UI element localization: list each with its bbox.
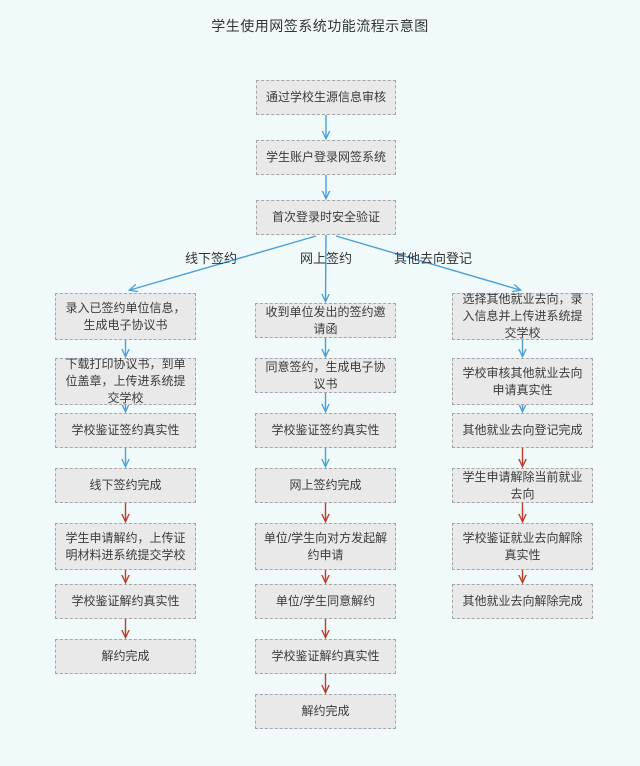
flow-node-label: 学生申请解除当前就业去向: [462, 469, 583, 501]
flow-node-label: 录入已签约单位信息，生成电子协议书: [65, 300, 186, 332]
flow-node-label: 收到单位发出的签约邀请函: [265, 304, 386, 336]
edge-trunk-to-online: [326, 234, 327, 301]
branch-label-b3: 其他去向登记: [393, 251, 472, 266]
flow-node-r5[interactable]: 学校鉴证就业去向解除真实性: [452, 523, 593, 570]
flow-node-label: 首次登录时安全验证: [271, 210, 380, 224]
branch-label-b2: 网上签约: [299, 251, 352, 266]
page-title: 学生使用网签系统功能流程示意图: [211, 18, 429, 34]
flow-node-n3[interactable]: 首次登录时安全验证: [256, 200, 396, 235]
flow-node-r6[interactable]: 其他就业去向解除完成: [452, 584, 593, 619]
flow-node-r3[interactable]: 其他就业去向登记完成: [452, 413, 593, 448]
branch-label-b1: 线下签约: [184, 251, 237, 266]
flow-node-label: 同意签约，生成电子协议书: [265, 359, 386, 391]
flow-node-label: 学校鉴证就业去向解除真实性: [462, 530, 583, 562]
flow-node-label: 通过学校生源信息审核: [265, 90, 386, 104]
flow-node-m4[interactable]: 网上签约完成: [255, 468, 396, 503]
flow-node-l2[interactable]: 下载打印协议书，到单位盖章，上传进系统提交学校: [55, 357, 196, 405]
flow-node-m2[interactable]: 同意签约，生成电子协议书: [255, 358, 396, 393]
flow-node-r4[interactable]: 学生申请解除当前就业去向: [452, 468, 593, 503]
flow-node-l5[interactable]: 学生申请解约，上传证明材料进系统提交学校: [55, 523, 196, 570]
flow-node-label: 学校审核其他就业去向申请真实性: [462, 365, 583, 397]
flow-node-m6[interactable]: 单位/学生同意解约: [255, 584, 396, 619]
flow-node-label: 解约完成: [301, 704, 350, 718]
flow-node-n1[interactable]: 通过学校生源信息审核: [256, 80, 396, 115]
flow-node-label: 网上签约完成: [289, 478, 362, 492]
flow-node-r2[interactable]: 学校审核其他就业去向申请真实性: [452, 358, 593, 405]
flow-node-label: 选择其他就业去向，录入信息并上传进系统提交学校: [462, 292, 583, 340]
flow-node-l7[interactable]: 解约完成: [55, 639, 196, 674]
flow-node-m3[interactable]: 学校鉴证签约真实性: [255, 413, 396, 448]
flow-node-l4[interactable]: 线下签约完成: [55, 468, 196, 503]
flow-node-m5[interactable]: 单位/学生向对方发起解约申请: [255, 523, 396, 570]
flow-node-n2[interactable]: 学生账户登录网签系统: [256, 140, 396, 175]
flow-node-label: 学生申请解约，上传证明材料进系统提交学校: [65, 530, 186, 562]
flow-node-label: 线下签约完成: [89, 478, 162, 492]
flow-node-label: 解约完成: [101, 649, 150, 663]
flow-node-l1[interactable]: 录入已签约单位信息，生成电子协议书: [55, 293, 196, 340]
flow-node-r1[interactable]: 选择其他就业去向，录入信息并上传进系统提交学校: [452, 292, 593, 340]
flow-node-label: 其他就业去向解除完成: [462, 594, 583, 608]
flow-node-l3[interactable]: 学校鉴证签约真实性: [55, 413, 196, 448]
flow-node-label: 学生账户登录网签系统: [265, 150, 386, 164]
flow-node-label: 学校鉴证解约真实性: [271, 649, 380, 663]
flow-node-label: 学校鉴证签约真实性: [271, 423, 380, 437]
flow-node-label: 学校鉴证解约真实性: [71, 594, 180, 608]
flow-node-label: 单位/学生向对方发起解约申请: [263, 530, 388, 562]
flow-node-l6[interactable]: 学校鉴证解约真实性: [55, 584, 196, 619]
flow-node-m8[interactable]: 解约完成: [255, 694, 396, 729]
flow-node-label: 下载打印协议书，到单位盖章，上传进系统提交学校: [65, 357, 186, 405]
flow-node-label: 其他就业去向登记完成: [462, 423, 583, 437]
flow-node-label: 学校鉴证签约真实性: [71, 423, 180, 437]
flow-node-m1[interactable]: 收到单位发出的签约邀请函: [255, 303, 396, 338]
flow-node-label: 单位/学生同意解约: [275, 594, 376, 608]
flow-node-m7[interactable]: 学校鉴证解约真实性: [255, 639, 396, 674]
